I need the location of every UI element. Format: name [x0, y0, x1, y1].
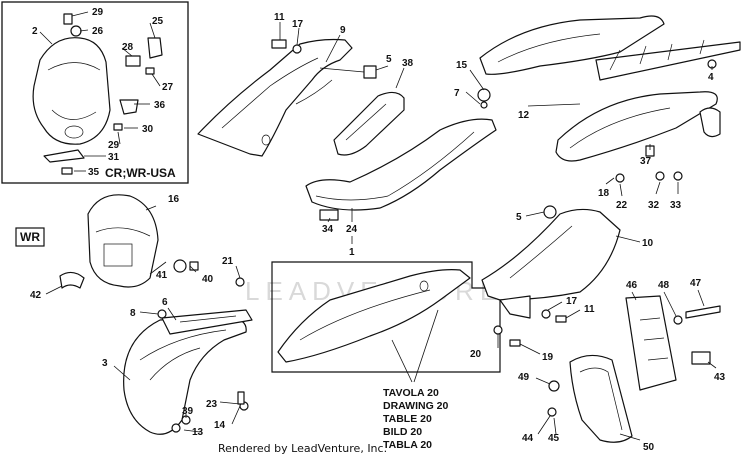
- callout-label: 42: [30, 290, 42, 301]
- inset-box-cr-wr-usa: [1, 1, 189, 184]
- fender-small-parts: [157, 277, 249, 433]
- callout-label: 44: [522, 433, 534, 444]
- side-panel-9-part: [197, 38, 353, 157]
- callout-label: 15: [456, 60, 468, 71]
- callout-label: 18: [598, 188, 610, 199]
- callout-label: 17: [292, 19, 304, 30]
- callout-label: 13: [192, 427, 204, 438]
- callout-label: 39: [182, 406, 194, 417]
- credit-text: Rendered by LeadVenture, Inc.: [218, 442, 387, 455]
- callout-label: 37: [640, 156, 652, 167]
- rear-fender-upper-part: [479, 15, 741, 81]
- callout-label: 29: [108, 140, 120, 151]
- callout-label: 48: [658, 280, 670, 291]
- callout-label: 47: [690, 278, 702, 289]
- callout-label: 28: [122, 42, 134, 53]
- table-caption: TAVOLA 20 DRAWING 20 TABLE 20 BILD 20 TA…: [383, 387, 449, 451]
- wr-headlight-part: [87, 194, 159, 288]
- callout-label: 24: [346, 224, 358, 235]
- caption-line: TAVOLA 20: [383, 387, 439, 399]
- callout-label: 33: [670, 200, 682, 211]
- callout-label: 20: [470, 349, 482, 360]
- callout-label: 1: [349, 247, 355, 258]
- callout-label: 30: [142, 124, 154, 135]
- side-panel-10-leader-lines: [497, 211, 641, 355]
- callout-label: 17: [566, 296, 578, 307]
- wr-small-parts: [59, 259, 199, 289]
- callout-label: 45: [548, 433, 560, 444]
- caption-line: TABLA 20: [383, 439, 432, 451]
- callout-label: 10: [642, 238, 654, 249]
- callout-label: 19: [542, 352, 554, 363]
- caption-line: TABLE 20: [383, 413, 432, 425]
- inset-small-parts: [43, 13, 163, 175]
- fender-leader-lines: [113, 265, 241, 433]
- seat-leader-lines: [327, 69, 485, 244]
- number-plate-bracket-part: [625, 295, 677, 391]
- rear-leader-lines: [527, 66, 713, 197]
- rear-fender-lower-part: [555, 91, 721, 162]
- callout-label: 3: [102, 358, 108, 369]
- callout-label: 5: [516, 212, 522, 223]
- callout-label: 6: [162, 297, 168, 308]
- callout-label: 46: [626, 280, 638, 291]
- inset-side-panel-part: [277, 269, 471, 363]
- panel-leader-lines: [279, 22, 405, 89]
- callout-label: 32: [648, 200, 660, 211]
- label-wr: WR: [20, 230, 40, 244]
- callout-label: 5: [386, 54, 392, 65]
- callout-label: 34: [322, 224, 334, 235]
- callout-label: 35: [88, 167, 100, 178]
- number-plate-leader-lines: [535, 289, 717, 441]
- callout-numbers: 29 26 2 25 28 27 36 30 29 31 35 11 17 9 …: [30, 7, 726, 453]
- wr-label-box: [15, 227, 45, 247]
- fender-bracket-part: [161, 309, 253, 335]
- callout-label: 12: [518, 110, 530, 121]
- callout-label: 21: [222, 256, 234, 267]
- callout-label: 8: [130, 308, 136, 319]
- side-panel-10-small-parts: [493, 309, 567, 347]
- side-panel-10-part: [481, 205, 621, 319]
- callout-label: 41: [156, 270, 168, 281]
- headlight-mask-part: [32, 37, 111, 145]
- callout-label: 11: [584, 304, 595, 315]
- callout-label: 49: [518, 372, 530, 383]
- callout-label: 38: [402, 58, 414, 69]
- inset-leader-lines: [39, 11, 161, 172]
- callout-label: 25: [152, 16, 164, 27]
- caption-line: DRAWING 20: [383, 400, 449, 412]
- callout-label: 40: [202, 274, 214, 285]
- callout-label: 43: [714, 372, 726, 383]
- number-plate-small-parts: [547, 305, 721, 417]
- callout-label: 50: [643, 442, 655, 453]
- callout-label: 26: [92, 26, 104, 37]
- seat-bolt-parts: [477, 88, 491, 109]
- front-fender-part: [123, 315, 247, 435]
- label-cr-wr-usa: CR;WR-USA: [105, 166, 176, 180]
- callout-label: 16: [168, 194, 180, 205]
- side-cover-38-part: [333, 91, 405, 156]
- callout-label: 11: [274, 12, 285, 23]
- inset-leader-lines-2: [391, 309, 439, 383]
- callout-label: 2: [32, 26, 38, 37]
- callout-label: 22: [616, 200, 628, 211]
- caption-line: BILD 20: [383, 426, 422, 438]
- callout-label: 29: [92, 7, 104, 18]
- callout-label: 31: [108, 152, 120, 163]
- callout-label: 14: [214, 420, 226, 431]
- callout-label: 4: [708, 72, 714, 83]
- callout-label: 9: [340, 25, 346, 36]
- rear-fender-small-parts: [615, 59, 717, 183]
- number-plate-part: [569, 354, 633, 443]
- callout-label: 36: [154, 100, 166, 111]
- seat-part: [305, 118, 497, 221]
- wr-leader-lines: [45, 205, 197, 295]
- callout-label: 27: [162, 82, 174, 93]
- callout-label: 23: [206, 399, 218, 410]
- callout-label: 7: [454, 88, 460, 99]
